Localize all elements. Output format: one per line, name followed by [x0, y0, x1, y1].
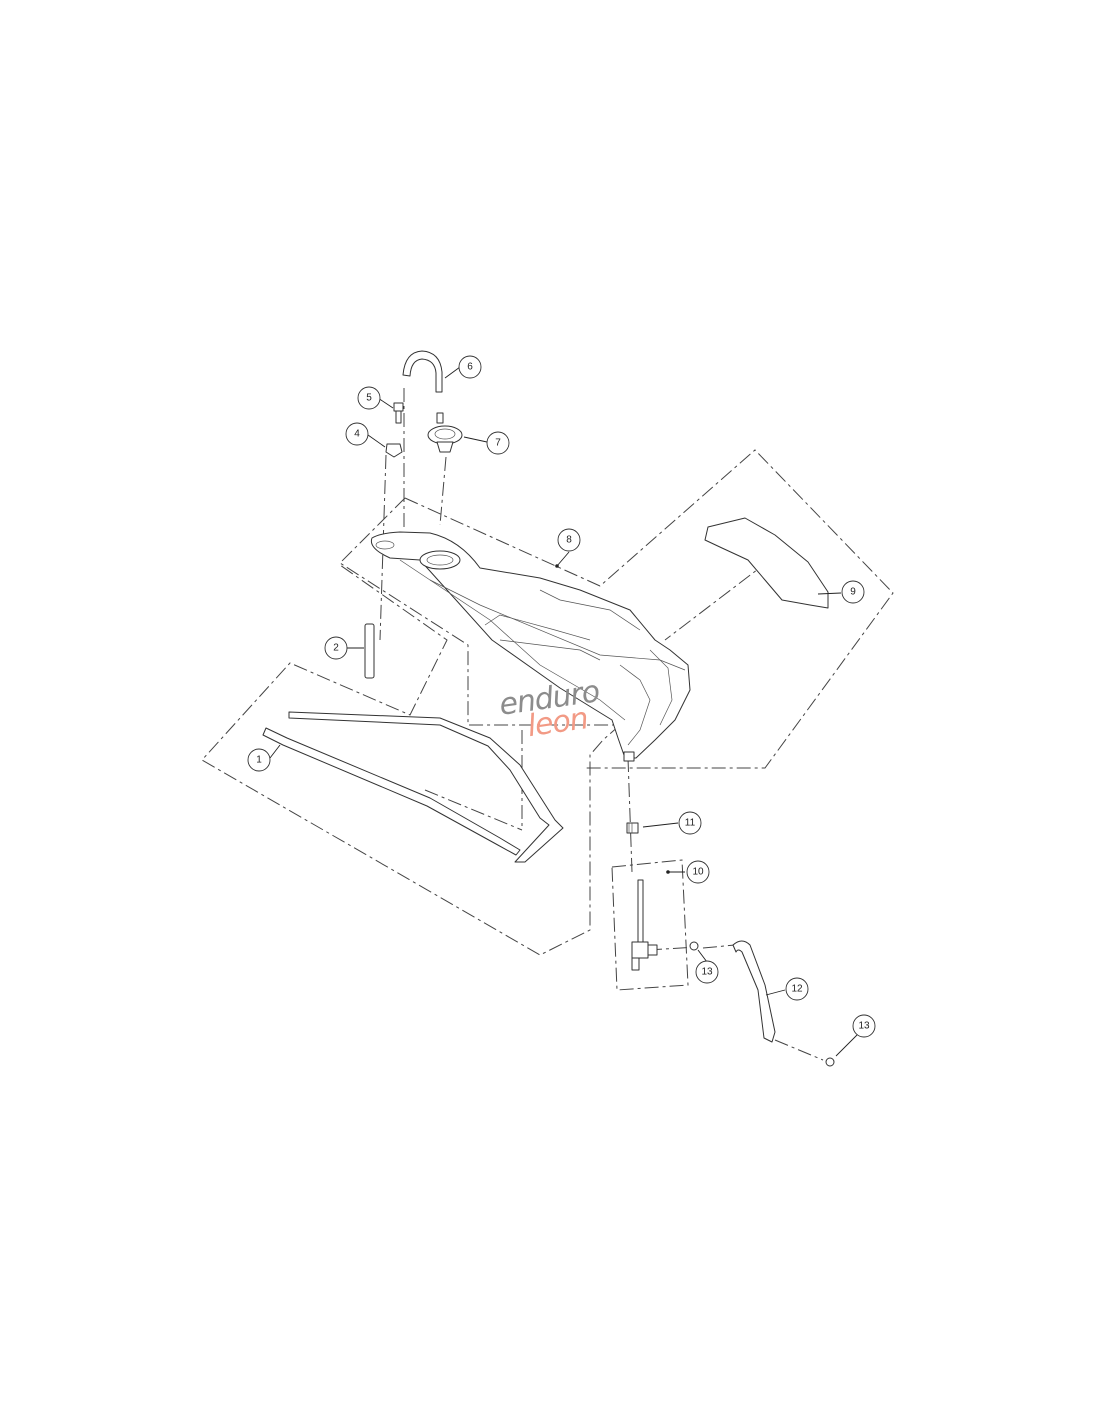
part-strip-1	[262, 711, 564, 863]
callout-1: 1	[247, 748, 271, 772]
part-sleeve-2	[364, 623, 375, 679]
callout-5: 5	[357, 386, 381, 410]
callout-7: 7	[486, 431, 510, 455]
svg-text:12: 12	[791, 984, 803, 995]
svg-text:7: 7	[495, 438, 501, 449]
svg-text:10: 10	[692, 867, 704, 878]
callout-12: 12	[785, 977, 809, 1001]
part-clamp-13b	[825, 1057, 835, 1067]
callout-8: 8	[557, 528, 581, 552]
callout-11: 11	[678, 811, 702, 835]
callout-13-hose: 13	[852, 1014, 876, 1038]
assembly-outlines	[201, 449, 894, 991]
valve-group-outline	[611, 859, 689, 991]
enduroleon-watermark: enduro leon	[497, 674, 601, 744]
svg-text:8: 8	[566, 535, 572, 546]
callout-4: 4	[345, 422, 369, 446]
svg-text:4: 4	[354, 429, 360, 440]
guard-leader-dash	[664, 559, 771, 641]
part-hose-6	[402, 350, 443, 393]
part-fuel-cap-7	[427, 412, 463, 453]
callout-6: 6	[458, 355, 482, 379]
parts	[262, 350, 835, 1067]
watermark-line-2: leon	[525, 701, 589, 744]
svg-text:6: 6	[467, 362, 473, 373]
part-bolt-5	[393, 402, 404, 424]
part-heat-guard-9	[704, 517, 829, 609]
part-fuel-valve-10	[631, 879, 658, 971]
callout-10: 10	[686, 860, 710, 884]
svg-text:5: 5	[366, 393, 372, 404]
leader-lines	[269, 366, 858, 1057]
tank-group-outline	[201, 497, 622, 956]
part-nut-4	[385, 443, 403, 458]
callouts: 1 2 4 5 6 7 8 9 10 11 12	[247, 355, 876, 1038]
svg-text:13: 13	[858, 1021, 870, 1032]
callout-13-valve: 13	[695, 960, 719, 984]
svg-text:9: 9	[850, 587, 856, 598]
svg-text:1: 1	[256, 755, 262, 766]
part-fuel-tank-8	[370, 531, 691, 762]
svg-text:11: 11	[685, 818, 696, 829]
upper-group-outline	[404, 449, 894, 769]
callout-9: 9	[841, 580, 865, 604]
part-fuel-hose-12	[732, 940, 776, 1043]
part-fitting-11	[626, 822, 639, 834]
svg-text:13: 13	[701, 967, 713, 978]
svg-text:2: 2	[333, 643, 339, 654]
callout-2: 2	[324, 636, 348, 660]
part-clamp-13a	[689, 941, 699, 951]
